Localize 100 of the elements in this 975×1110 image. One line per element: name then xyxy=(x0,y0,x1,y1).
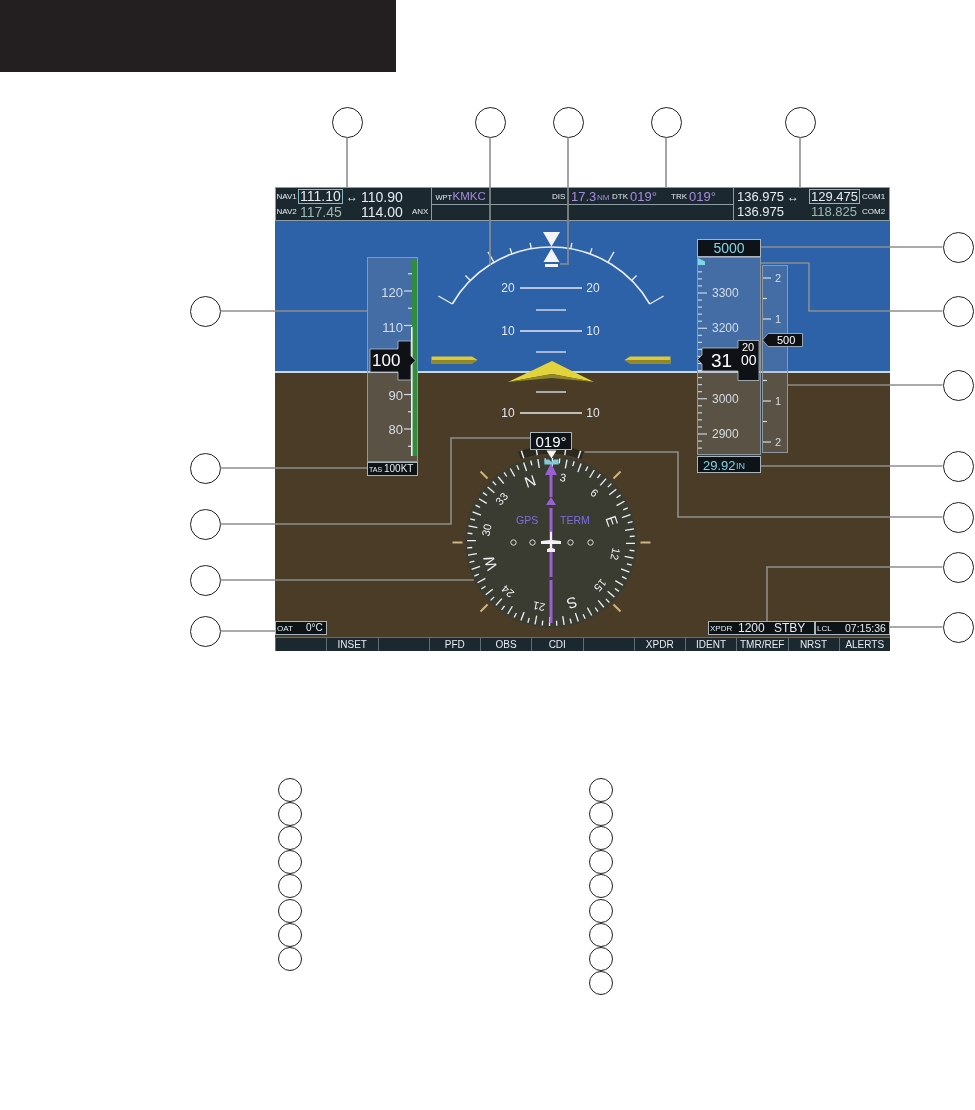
barometric-setting-display xyxy=(697,456,761,473)
transfer-arrow: ↔ xyxy=(787,191,799,203)
softkey-frame xyxy=(377,637,429,651)
softkey-label: INSET xyxy=(336,639,368,650)
distance-value: 17.3 xyxy=(571,190,597,203)
field-label: LCL xyxy=(817,624,832,633)
vertical-speed-scale-number: 2 xyxy=(775,272,782,284)
true-airspeed-value: 100KT xyxy=(384,464,414,474)
airspeed-scale-number: 80 xyxy=(387,422,403,436)
pitch-scale-number: 10 xyxy=(500,325,516,337)
pitch-scale-number: 20 xyxy=(500,282,516,294)
leader-line xyxy=(219,437,531,525)
desired-track-value: 019° xyxy=(630,190,657,203)
frequency-value: 129.475 xyxy=(809,189,860,204)
altitude-scale-number: 3000 xyxy=(712,393,739,405)
flight-phase-label: TERM xyxy=(560,515,590,526)
waypoint-identifier: KMKC xyxy=(452,190,486,202)
airspeed-tape xyxy=(367,257,418,462)
leader-line xyxy=(219,630,276,632)
compass-heading-label: S xyxy=(565,594,580,613)
transponder-display xyxy=(708,621,815,635)
compass-heading-label: E xyxy=(603,513,622,528)
vertical-speed-scale-number: 1 xyxy=(775,313,782,325)
altitude-scale-number: 2900 xyxy=(712,428,739,440)
leader-line xyxy=(760,262,944,312)
compass-heading-label: 30 xyxy=(480,522,494,537)
vertical-speed-pointer xyxy=(762,333,803,347)
leader-line xyxy=(799,136,801,188)
transfer-arrow: ↔ xyxy=(346,191,358,203)
softkey-frame xyxy=(582,637,634,651)
altitude-value: 31 xyxy=(711,350,733,370)
roll-scale xyxy=(436,230,667,307)
pitch-scale-number: 10 xyxy=(585,407,601,419)
barometric-setting-value: 29.92 xyxy=(703,458,736,472)
field-label: XPDR xyxy=(710,624,733,633)
navigation-status-bar xyxy=(431,187,734,221)
airspeed-scale-number: 120 xyxy=(380,285,403,299)
transponder-mode: STBY xyxy=(774,622,806,634)
true-airspeed-display xyxy=(367,462,418,476)
vertical-speed-scale-number: 1 xyxy=(775,395,782,407)
frequency-value: 136.975 xyxy=(737,190,784,203)
field-label: TRK xyxy=(671,193,687,201)
vertical-speed-scale-number: 2 xyxy=(775,436,782,448)
softkey-frame xyxy=(480,637,532,651)
leader-line xyxy=(760,465,944,467)
softkey-frame xyxy=(685,637,737,651)
softkey-label: TMR/REF xyxy=(739,639,786,650)
pressure-unit: IN xyxy=(736,462,745,471)
compass-heading-label: N xyxy=(522,471,538,490)
leader-line xyxy=(889,626,944,628)
softkey-frame xyxy=(428,637,480,651)
frequency-value: 110.90 xyxy=(361,190,403,204)
field-label: OAT xyxy=(277,624,293,633)
softkey-label: XPDR xyxy=(644,639,675,650)
compass-heading-label: W xyxy=(480,554,499,573)
heading-value: 019° xyxy=(534,433,568,449)
altitude-drum-digits: 00 xyxy=(741,353,757,367)
pitch-scale-number: 10 xyxy=(500,407,516,419)
transponder-code: 1200 xyxy=(738,622,765,634)
selected-altitude-display xyxy=(697,239,761,257)
selected-altitude-value: 5000 xyxy=(712,241,746,255)
leader-line xyxy=(489,136,491,266)
airspeed-readout xyxy=(369,340,417,381)
leader-line xyxy=(760,246,944,248)
field-label: DIS xyxy=(552,193,566,201)
heading-display xyxy=(530,432,572,450)
altitude-drum-digits: 20 xyxy=(742,341,755,353)
outside-air-temperature-display xyxy=(275,621,327,635)
frequency-value: 111.10 xyxy=(298,189,343,204)
altitude-scale-number: 3300 xyxy=(712,287,739,299)
frequency-value: 117.45 xyxy=(300,205,342,219)
track-value: 019° xyxy=(689,190,716,203)
airspeed-value: 100 xyxy=(372,351,401,369)
softkey-label: CDI xyxy=(547,639,567,650)
pitch-scale-number: 20 xyxy=(585,282,601,294)
altimeter-tape xyxy=(697,257,761,455)
station-identifier: ANX xyxy=(412,208,429,216)
compass-heading-label: 3 xyxy=(559,472,568,485)
altitude-readout xyxy=(697,340,760,381)
softkey-label: PFD xyxy=(443,639,466,650)
leader-line xyxy=(787,384,944,386)
softkey-label: ALERTS xyxy=(844,639,886,650)
navigation-source-label: GPS xyxy=(516,515,539,526)
softkey-label: NRST xyxy=(798,639,829,650)
clock-time: 07:15:36 xyxy=(845,622,886,633)
frequency-value: 136.975 xyxy=(737,205,784,218)
leader-line xyxy=(766,566,944,622)
radio-label: NAV2 xyxy=(276,208,297,216)
altitude-scale-number: 3200 xyxy=(712,322,739,334)
softkey-frame xyxy=(838,637,890,651)
temperature-value: 0°C xyxy=(306,623,323,633)
leader-line xyxy=(583,451,944,518)
compass-heading-label: 21 xyxy=(531,599,546,613)
compass-heading-label: 6 xyxy=(587,486,600,500)
leader-line xyxy=(665,136,667,188)
clock-display xyxy=(815,621,890,635)
frequency-value: 118.825 xyxy=(811,205,858,218)
distance-unit: NM xyxy=(597,194,610,202)
airspeed-scale-number: 110 xyxy=(381,320,403,334)
leader-line xyxy=(346,136,348,188)
